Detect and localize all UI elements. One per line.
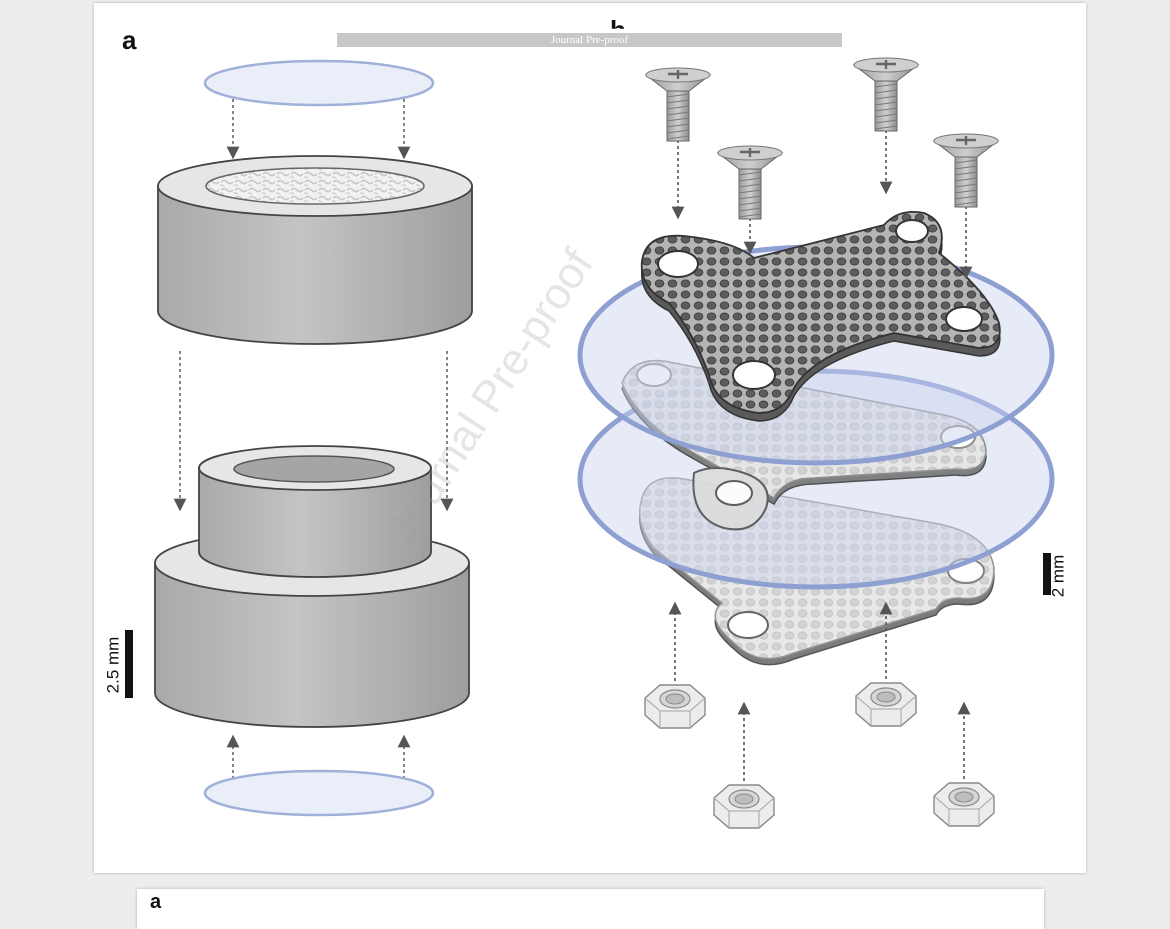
panel-label-a: a [122,25,137,55]
panel-b-assembly [577,57,1055,829]
figure-page: Journal Pre-proof a b 2.5 mm 2 mm Journa… [94,3,1086,873]
nut-icon [713,701,775,829]
scale-bar-a-label: 2.5 mm [103,636,123,694]
next-page: a [137,889,1044,929]
screw-icon [644,67,712,220]
figure-illustration [125,57,1055,829]
screw-icon [852,57,920,195]
upper-ring-scaffold [157,155,473,345]
top-mesh-plate [640,210,1001,422]
scale-bar-a [125,630,133,698]
panel-a-assembly [125,59,473,817]
bottom-membrane [203,769,435,817]
lower-stepped-holder [154,445,470,728]
panel-label-b: b [610,15,626,45]
journal-preproof-header: Journal Pre-proof [337,33,842,47]
nut-icon [644,601,706,729]
next-page-label: a [150,891,162,913]
nut-icon [933,701,995,827]
scale-bar-b-label: 2 mm [1048,554,1068,598]
screw-icon [932,133,1000,280]
nut-icon [855,601,917,727]
screw-icon [716,145,784,255]
scale-bar-b [1043,553,1051,595]
top-membrane [203,59,435,107]
